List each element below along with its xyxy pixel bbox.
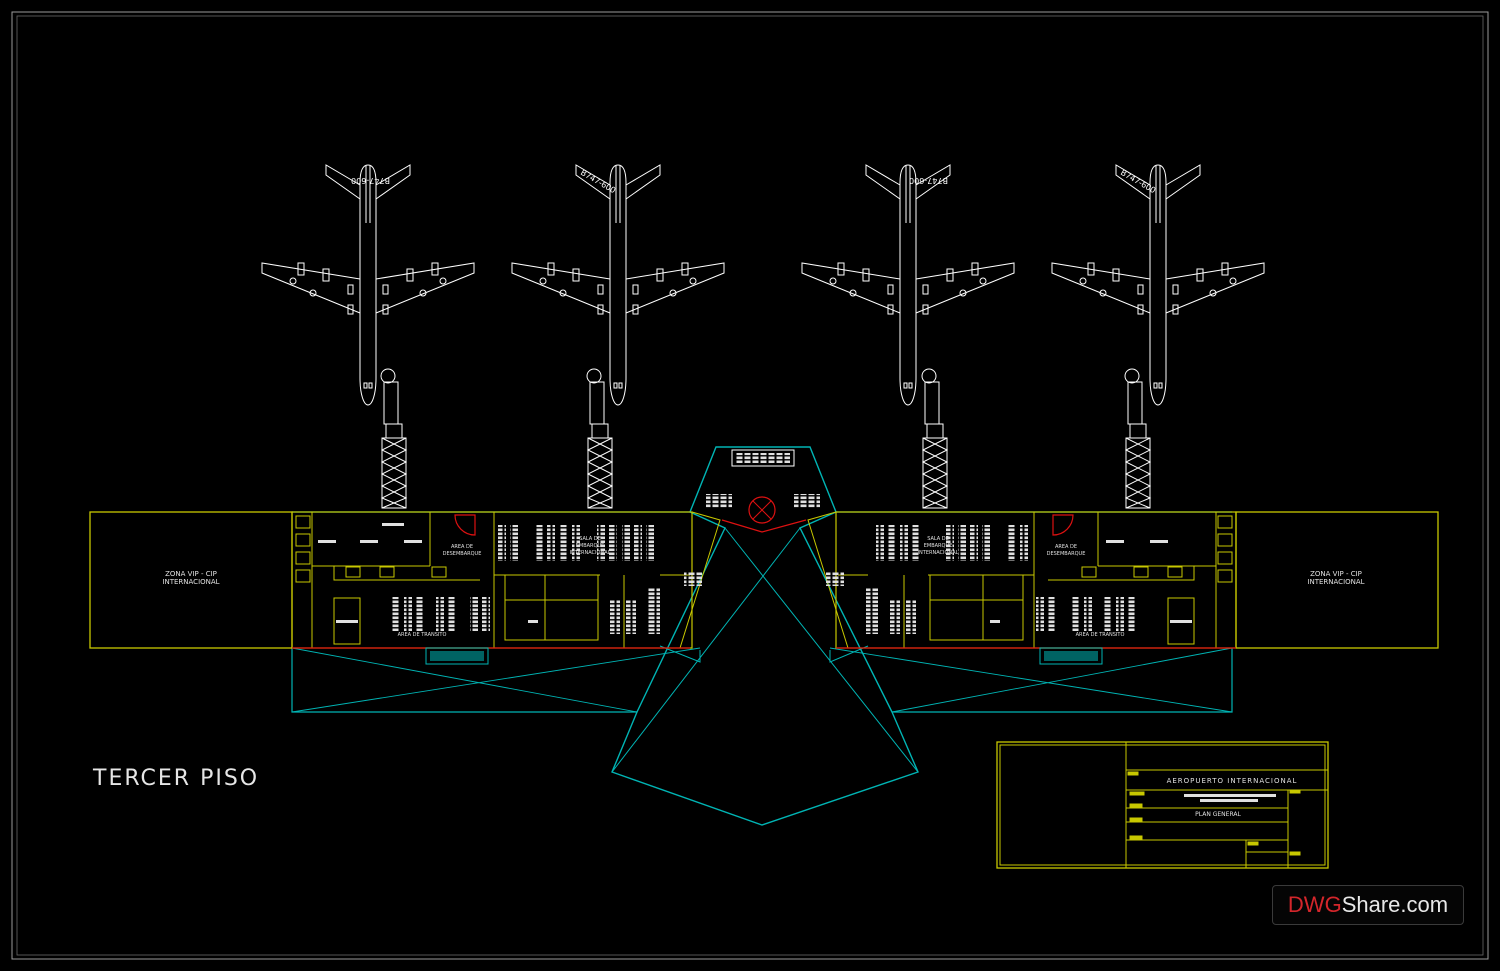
transito-left: AREA DE TRANSITO <box>398 632 447 638</box>
aircraft-label: B747-600 <box>909 176 948 185</box>
watermark-brand-a: DWG <box>1287 892 1342 917</box>
desembarque-left-2: DESEMBARQUE <box>443 551 482 557</box>
jet-bridge-4 <box>1124 368 1151 509</box>
watermark-brand-b: Share.com <box>1341 892 1449 917</box>
desembarque-left-1: AREA DE <box>451 544 473 550</box>
aircraft-1: B747-600 <box>261 164 475 406</box>
vip-label-left-1: ZONA VIP - CIP <box>165 570 217 578</box>
counters <box>318 523 1192 623</box>
seating-left <box>392 525 660 634</box>
vip-label-left-2: INTERNACIONAL <box>162 578 219 586</box>
central-atrium <box>611 446 919 826</box>
room-labels: ZONA VIP - CIP INTERNACIONAL ZONA VIP - … <box>162 536 1364 638</box>
project-title: AEROPUERTO INTERNACIONAL <box>1167 777 1298 785</box>
aircraft-4: B747-600 <box>1051 164 1265 406</box>
sheet-inner-border <box>16 15 1484 956</box>
sala-left-1: SALA DE <box>579 536 601 542</box>
jet-bridge-1 <box>380 368 407 509</box>
sala-left-3: INTERNACIONAL <box>570 550 611 556</box>
aircraft-2: B747-600 <box>511 164 725 406</box>
aircraft-label: B747-600 <box>351 176 390 185</box>
jet-bridge-3 <box>921 368 948 509</box>
sheet-outer-border <box>11 11 1489 960</box>
desembarque-right-2: DESEMBARQUE <box>1047 551 1086 557</box>
floor-title: TERCER PISO <box>93 766 260 791</box>
vip-label-right-2: INTERNACIONAL <box>1307 578 1364 586</box>
vip-label-right-1: ZONA VIP - CIP <box>1310 570 1362 578</box>
aircraft-3: B747-600 <box>801 164 1015 406</box>
desembarque-right-1: AREA DE <box>1055 544 1077 550</box>
jet-bridge-2 <box>586 368 613 509</box>
seating-right <box>866 525 1136 634</box>
transito-right: AREA DE TRANSITO <box>1076 632 1125 638</box>
sala-right-1: SALA DE <box>927 536 949 542</box>
title-block <box>996 741 1329 869</box>
terminal-plan <box>89 446 1439 826</box>
sala-right-2: EMBARQUE <box>924 543 953 549</box>
sala-right-3: INTERNACIONAL <box>918 550 959 556</box>
sala-left-2: EMBARQUE <box>576 543 605 549</box>
sheet-title: PLAN GENERAL <box>1195 811 1241 818</box>
